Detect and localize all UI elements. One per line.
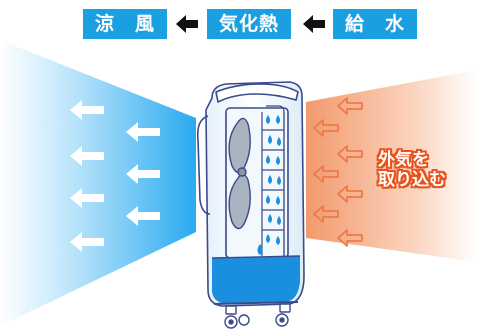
cooler-handle xyxy=(196,115,211,215)
callout-line-2: 取り込む xyxy=(378,170,446,190)
warm-air-arrow-icon xyxy=(337,145,363,163)
water-drop-icon xyxy=(266,155,270,164)
water-drop-icon xyxy=(276,196,280,205)
water-drop-icon xyxy=(268,135,272,144)
warm-air-stream xyxy=(306,70,477,262)
warm-air-arrow-icon xyxy=(337,185,363,203)
water-supply-label: 給 水 xyxy=(333,9,417,39)
fan-icon xyxy=(228,117,251,230)
warm-air-arrow-icon xyxy=(337,229,363,247)
water-tank xyxy=(212,256,300,304)
warm-air-arrow-icon xyxy=(313,165,339,183)
water-pipe xyxy=(266,105,285,256)
callout-line-1: 外気を xyxy=(378,150,429,170)
water-drop-icon xyxy=(268,214,272,223)
cool-air-arrow-icon xyxy=(126,122,160,142)
cool-air-arrow-icon xyxy=(70,100,104,120)
cooler-base xyxy=(213,301,299,305)
cool-air-stream xyxy=(0,40,196,326)
caster-wheel-icon xyxy=(275,303,291,327)
cooler-top xyxy=(215,83,299,103)
arrow-left-icon xyxy=(176,15,198,33)
process-flow: 涼 風 気化熱 給 水 xyxy=(0,9,477,39)
water-drop-icon xyxy=(277,176,281,185)
warm-air-arrows xyxy=(313,97,363,247)
water-drop-icon xyxy=(277,137,281,146)
casters xyxy=(224,303,291,329)
cool-air-arrow-icon xyxy=(70,146,104,166)
water-drop-icon xyxy=(277,216,281,225)
water-drop-icon xyxy=(266,234,270,243)
warm-air-arrow-icon xyxy=(337,97,363,115)
warm-air-arrow-icon xyxy=(313,205,339,223)
water-drops xyxy=(257,115,281,255)
caster-wheel-icon xyxy=(238,314,250,326)
water-drop-icon xyxy=(268,175,272,184)
caster-wheel-icon xyxy=(224,305,238,329)
warm-air-arrow-icon xyxy=(313,119,339,137)
water-drop-icon xyxy=(257,244,263,255)
cool-air-arrow-icon xyxy=(126,164,160,184)
cool-air-arrows xyxy=(70,100,160,252)
heat-of-vaporization-label: 気化熱 xyxy=(207,9,291,39)
cool-air-label: 涼 風 xyxy=(83,9,167,39)
cool-air-arrow-icon xyxy=(126,206,160,226)
arrow-left-icon xyxy=(303,15,325,33)
water-drop-icon xyxy=(266,195,270,204)
water-drop-icon xyxy=(266,115,270,124)
cool-air-arrow-icon xyxy=(70,232,104,252)
water-drop-icon xyxy=(276,156,280,165)
water-drop-icon xyxy=(276,236,280,245)
cool-air-arrow-icon xyxy=(70,188,104,208)
water-drop-icon xyxy=(276,115,280,124)
intake-callout: 外気を 取り込む xyxy=(378,150,446,190)
